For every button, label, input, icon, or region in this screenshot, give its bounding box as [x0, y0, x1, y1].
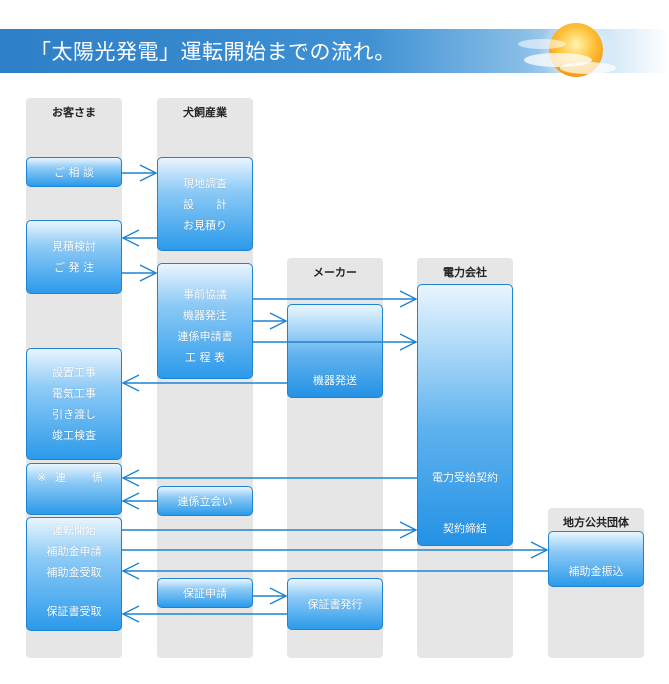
construction-label-4: 竣工検査	[52, 429, 96, 442]
prep-label-1: 事前協議	[183, 288, 227, 301]
operation-label-3: 補助金受取	[46, 566, 102, 579]
arrow-consult-to-survey	[122, 164, 158, 182]
arrow-power-to-link	[121, 469, 417, 487]
construction-label-3: 引き渡し	[52, 408, 96, 421]
lane-local-gov-header: 地方公共団体	[563, 516, 629, 529]
page-title: 「太陽光発電」運転開始までの流れ。	[30, 40, 396, 64]
survey-label-3: お見積り	[183, 218, 227, 232]
subsidy-pay-box: 補助金振込	[548, 531, 644, 587]
prep-box: 事前協議 機器発注 連係申請書 工 程 表	[157, 263, 253, 379]
operation-label-1: 運転開始	[52, 524, 96, 537]
arrow-operation-to-power	[122, 521, 418, 539]
warranty-receive-label: 保証書受取	[46, 605, 102, 618]
survey-label-1: 現地調査	[183, 176, 227, 190]
lane-power-header: 電力会社	[443, 266, 487, 279]
arrow-prep-to-power-2	[253, 333, 418, 351]
sun-cloud-icon	[518, 14, 616, 90]
link-note-mark: ※	[37, 471, 47, 484]
arrow-warranty-issue	[121, 605, 287, 623]
survey-label-2: 設 計	[183, 197, 227, 211]
subsidy-pay-label: 補助金振込	[568, 565, 624, 578]
arrow-prep-to-maker	[253, 312, 288, 330]
consult-label: ご 相 談	[54, 165, 94, 179]
power-contract-box: 電力受給契約 契約締結	[417, 284, 513, 546]
lane-maker-header: メーカー	[313, 266, 357, 279]
power-contract-label-2: 契約締結	[443, 522, 487, 535]
arrow-subsidy-receive	[121, 562, 548, 580]
construction-label-1: 設置工事	[52, 366, 96, 379]
estimate-label: 見積検討	[52, 240, 96, 253]
arrow-order-to-prep	[122, 264, 158, 282]
warranty-apply-label: 保証申請	[183, 586, 227, 600]
witness-box: 連係立会い	[157, 486, 253, 516]
order-label: ご 発 注	[54, 261, 94, 274]
prep-label-4: 工 程 表	[185, 351, 225, 364]
arrow-witness-to-link	[121, 492, 157, 510]
link-note-box: ※ 連 係	[26, 463, 122, 515]
lane-inukai-header: 犬飼産業	[183, 106, 227, 119]
link-note-left: 連	[55, 471, 66, 484]
link-note-right: 係	[92, 471, 103, 484]
prep-label-3: 連係申請書	[177, 330, 233, 343]
lane-customer-header: お客さま	[52, 106, 96, 119]
ship-box: 機器発送	[287, 304, 383, 398]
operation-label-2: 補助金申請	[46, 545, 102, 558]
consult-box: ご 相 談	[26, 157, 122, 187]
warranty-issue-box: 保証書発行	[287, 578, 383, 630]
estimate-order-box: 見積検討 ご 発 注	[26, 220, 122, 294]
warranty-apply-box: 保証申請	[157, 578, 253, 608]
survey-box: 現地調査 設 計 お見積り	[157, 157, 253, 251]
arrow-ship-to-construction	[121, 374, 287, 392]
arrow-survey-to-estimate	[121, 229, 157, 247]
witness-label: 連係立会い	[177, 494, 233, 508]
construction-label-2: 電気工事	[52, 387, 96, 400]
arrow-subsidy-apply	[122, 541, 549, 559]
prep-label-2: 機器発注	[183, 309, 227, 322]
ship-label: 機器発送	[313, 374, 357, 387]
power-contract-label-1: 電力受給契約	[432, 471, 498, 484]
operation-box: 運転開始 補助金申請 補助金受取 保証書受取	[26, 517, 122, 631]
arrow-warranty-apply	[253, 587, 288, 605]
construction-box: 設置工事 電気工事 引き渡し 竣工検査	[26, 348, 122, 460]
arrow-prep-to-power-1	[253, 290, 418, 308]
warranty-issue-label: 保証書発行	[307, 597, 363, 611]
